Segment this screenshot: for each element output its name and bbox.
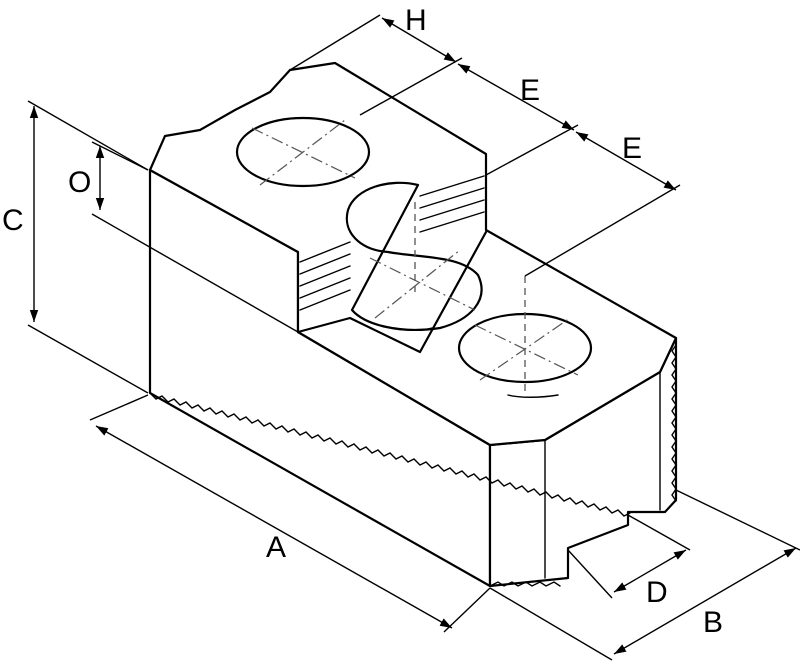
hole-2-bore xyxy=(507,394,559,398)
step-serrations xyxy=(299,175,485,311)
top-hole-1 xyxy=(235,116,371,188)
dim-label-o: O xyxy=(68,166,91,199)
top-surface xyxy=(148,61,678,447)
side-serration-teeth xyxy=(671,344,677,502)
dim-label-e1: E xyxy=(520,74,540,107)
jaw-body xyxy=(148,61,678,588)
dim-label-h: H xyxy=(405,4,427,37)
dimension-labels: C O A B D H E E xyxy=(2,4,723,639)
dim-label-e2: E xyxy=(622,132,642,165)
dimension-lines xyxy=(27,14,800,661)
center-lines xyxy=(251,119,579,392)
dim-label-b: B xyxy=(703,606,723,639)
dim-label-c: C xyxy=(2,204,24,237)
end-serration-teeth xyxy=(489,581,561,587)
dim-label-a: A xyxy=(266,531,286,564)
slot-bore xyxy=(394,327,433,331)
dim-label-d: D xyxy=(646,576,668,609)
step-edge xyxy=(296,230,488,354)
